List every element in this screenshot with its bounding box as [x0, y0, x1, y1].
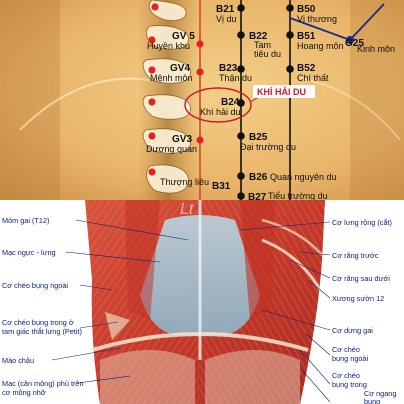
point-name: Khí hải du	[200, 107, 241, 117]
point-name: tiêu du	[254, 49, 281, 59]
g25-point	[346, 36, 354, 44]
gv-points	[196, 40, 204, 144]
watermark: Lt	[180, 201, 194, 218]
point-name: Chí thất	[297, 73, 329, 83]
point-code: GV4	[170, 63, 190, 74]
highlight-ellipse	[184, 87, 252, 123]
gluteal-fascia-right	[205, 350, 300, 404]
label-gluteal-fascia: Mạc (cân mông) phủ trên	[2, 379, 84, 388]
label-transversus-abdominis: Cơ ngang	[364, 389, 396, 398]
label-external-oblique-right: Cơ chéo	[332, 345, 360, 354]
point-name: Hoang môn	[297, 41, 344, 51]
acupoint-chart: KHÍ HẢI DU B21 Vị du B50 Vị thương GV 5 …	[0, 0, 404, 200]
point-code: B22	[249, 31, 268, 42]
label-iliac-crest: Mào chậu	[2, 356, 34, 365]
label-spinous-process: Mỏm gai (T12)	[2, 216, 49, 225]
point-name: Thận du	[219, 73, 252, 83]
point-code: GV3	[172, 134, 192, 145]
erector-spinae	[240, 200, 275, 320]
point-code: B23	[219, 63, 238, 74]
point-name: Vị thương	[297, 14, 337, 24]
lumbar-triangle	[105, 312, 130, 340]
label-external-oblique-right: bụng ngoài	[332, 354, 368, 363]
label-thoracolumbar-fascia: Mạc ngực - lưng	[2, 248, 56, 257]
point-name: Thượng liêu	[160, 177, 209, 187]
point-name: Tam	[254, 40, 271, 50]
highlight-label: KHÍ HẢI DU	[257, 86, 306, 97]
right-labels: Cơ lưng rộng (cắt) Cơ răng trước Cơ răng…	[332, 218, 396, 404]
label-gluteal-fascia: cơ mông nhỡ	[2, 388, 46, 397]
iliac-crest-right	[299, 77, 401, 141]
point-code: B21	[216, 4, 235, 15]
point-name: Kinh môn	[357, 44, 395, 54]
left-labels: Mỏm gai (T12) Mạc ngực - lưng Cơ chéo bụ…	[2, 216, 84, 397]
point-code: B26	[249, 172, 268, 183]
point-name: Vị du	[216, 14, 237, 24]
point-labels: B21 Vị du B50 Vị thương GV 5 Huyền khu B…	[146, 4, 395, 200]
label-serratus-anterior: Cơ răng trước	[332, 251, 379, 260]
point-code: GV 5	[172, 31, 195, 42]
skin-background	[0, 0, 404, 200]
point-code: B52	[297, 63, 316, 74]
gluteal-fascia-left	[100, 350, 195, 404]
b-outer-points	[286, 4, 294, 73]
point-name: Huyền khu	[147, 41, 190, 51]
leader-lines	[51, 219, 331, 403]
point-name: Đại trường du	[240, 142, 296, 152]
point-name: Dương quan	[146, 144, 197, 154]
label-latissimus-dorsi: Cơ lưng rộng (cắt)	[332, 218, 392, 227]
point-code: B27	[248, 192, 267, 200]
muscle-diagram: Lt Mỏm gai (T12) Mạc ngực - lưng Cơ chéo…	[0, 200, 404, 404]
label-rib-12: Xương sườn 12	[332, 294, 384, 303]
label-transversus-abdominis: bụng	[364, 397, 380, 404]
point-name: Mệnh môn	[150, 73, 193, 83]
skin-shade-right	[350, 0, 404, 200]
rib-11	[261, 218, 323, 256]
label-internal-oblique-petit: tam giác thắt lưng (Petit)	[2, 327, 82, 336]
label-external-oblique: Cơ chéo bụng ngoài	[2, 281, 68, 290]
label-serratus-posterior-inferior: Cơ răng sau dưới	[332, 274, 390, 283]
point-code: B24	[221, 97, 240, 108]
point-code: B31	[212, 181, 231, 192]
iliac-crest-left	[19, 77, 151, 131]
point-name: Tiểu trường du	[268, 191, 328, 200]
highlight-label-bg	[253, 85, 315, 98]
label-internal-oblique-right: Cơ chéo	[332, 371, 360, 380]
label-internal-oblique-right: bụng trong	[332, 380, 367, 389]
point-name: Quan nguyên du	[270, 172, 337, 182]
point-code: B25	[249, 132, 268, 143]
b-inner-points	[237, 4, 245, 200]
point-code: B51	[297, 31, 316, 42]
label-internal-oblique-petit: Cơ chéo bụng trong ở	[2, 318, 74, 327]
point-code: B50	[297, 4, 316, 15]
rib-12	[261, 238, 322, 291]
left-red-dots	[148, 3, 159, 176]
skin-shade-left	[0, 0, 60, 200]
point-code: G25	[345, 38, 364, 49]
iliac-crest	[91, 332, 309, 352]
label-erector-spinae: Cơ dựng gai	[332, 326, 373, 335]
